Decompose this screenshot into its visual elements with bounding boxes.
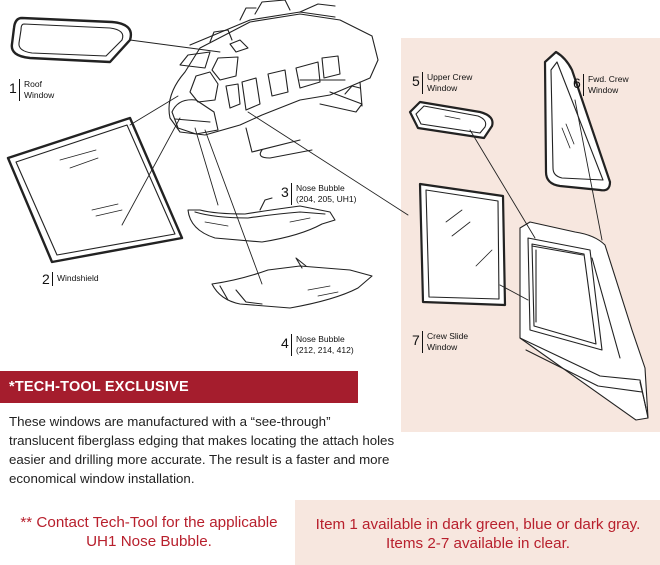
nose-bubble-4-drawing [211, 257, 373, 309]
label-nose-bubble-3-number: 3 [281, 184, 289, 200]
label-nose-bubble-4-text: Nose Bubble (212, 214, 412) [296, 334, 354, 355]
nose-bubble-3-drawing [187, 197, 336, 243]
helicopter-drawing [168, 0, 379, 159]
label-nose-bubble-3: 3 Nose Bubble (204, 205, UH1) [281, 183, 381, 207]
crew-slide-window-drawing [418, 182, 507, 307]
label-crew-slide-window-text: Crew Slide Window [427, 331, 469, 352]
label-upper-crew-window-text: Upper Crew Window [427, 72, 473, 93]
label-roof-window-number: 1 [9, 80, 17, 96]
label-nose-bubble-4: 4 Nose Bubble (212, 214, 412) [281, 334, 381, 358]
label-crew-slide-window: 7 Crew Slide Window [412, 331, 492, 355]
label-fwd-crew-window-number: 6 [573, 75, 581, 91]
label-fwd-crew-window-text: Fwd. Crew Window [588, 74, 629, 95]
label-windshield-number: 2 [42, 271, 50, 287]
label-nose-bubble-4-number: 4 [281, 335, 289, 351]
label-crew-slide-window-number: 7 [412, 332, 420, 348]
availability-note: Item 1 available in dark green, blue or … [315, 516, 641, 552]
banner-title: *TECH-TOOL EXCLUSIVE [9, 379, 189, 395]
contact-note: ** Contact Tech-Tool for the applicable … [20, 514, 278, 550]
label-upper-crew-window: 5 Upper Crew Window [412, 72, 492, 96]
description-text: These windows are manufactured with a “s… [9, 414, 395, 486]
tech-tool-exclusive-banner: *TECH-TOOL EXCLUSIVE [0, 371, 358, 403]
crew-leader-lines [469, 99, 603, 301]
windshield-drawing [6, 116, 184, 264]
upper-crew-window-drawing [408, 100, 494, 140]
label-upper-crew-window-number: 5 [412, 73, 420, 89]
availability-note-box: Item 1 available in dark green, blue or … [295, 500, 660, 565]
crew-door-drawing [519, 221, 649, 421]
label-windshield: 2 Windshield [42, 271, 112, 288]
label-roof-window: 1 Roof Window [9, 79, 69, 103]
roof-window-drawing [10, 16, 133, 64]
leader-lines [121, 39, 409, 285]
fwd-crew-window-drawing [543, 50, 612, 192]
label-nose-bubble-3-text: Nose Bubble (204, 205, UH1) [296, 183, 357, 204]
label-fwd-crew-window: 6 Fwd. Crew Window [573, 74, 653, 98]
label-roof-window-text: Roof Window [24, 79, 55, 100]
label-windshield-text: Windshield [57, 273, 99, 283]
